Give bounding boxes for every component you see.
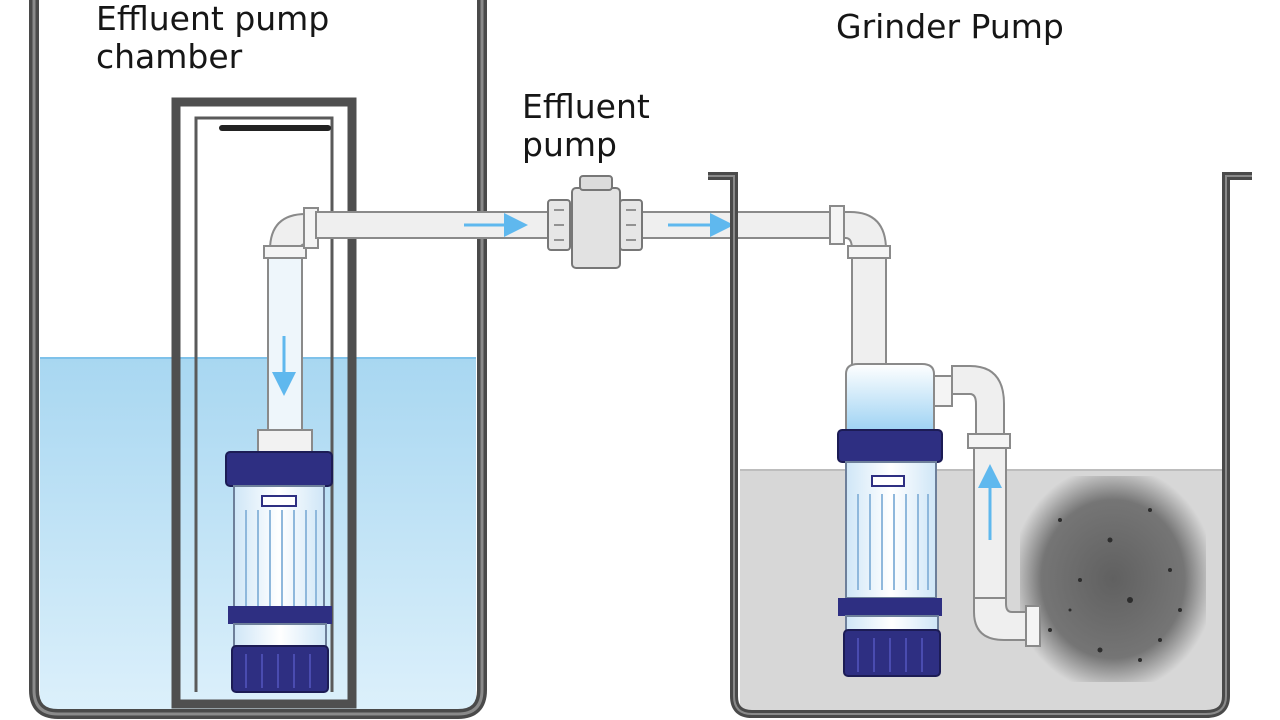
pump-housing-frame	[171, 97, 357, 709]
effluent-pump-label-line2: pump	[522, 125, 617, 164]
grinder-inlet-pipe	[829, 205, 891, 367]
effluent-chamber-label: Effluent pump chamber	[96, 0, 329, 76]
effluent-pump-label-line1: Effluent	[522, 87, 650, 126]
effluent-pump-label: Effluent pump	[522, 88, 650, 164]
effluent-pump-unit	[225, 451, 333, 693]
discharge-pipe	[315, 211, 835, 239]
grinder-pump-label: Grinder Pump	[836, 7, 1064, 46]
sludge-patch	[1020, 476, 1206, 682]
effluent-pump-fitting	[547, 175, 643, 269]
effluent-chamber-label-line1: Effluent pump	[96, 0, 330, 38]
effluent-chamber-label-line2: chamber	[96, 37, 243, 76]
grinder-outlet-pipe	[933, 365, 1041, 647]
left-riser-pipe	[257, 207, 319, 455]
grinder-pump-unit	[837, 363, 943, 677]
